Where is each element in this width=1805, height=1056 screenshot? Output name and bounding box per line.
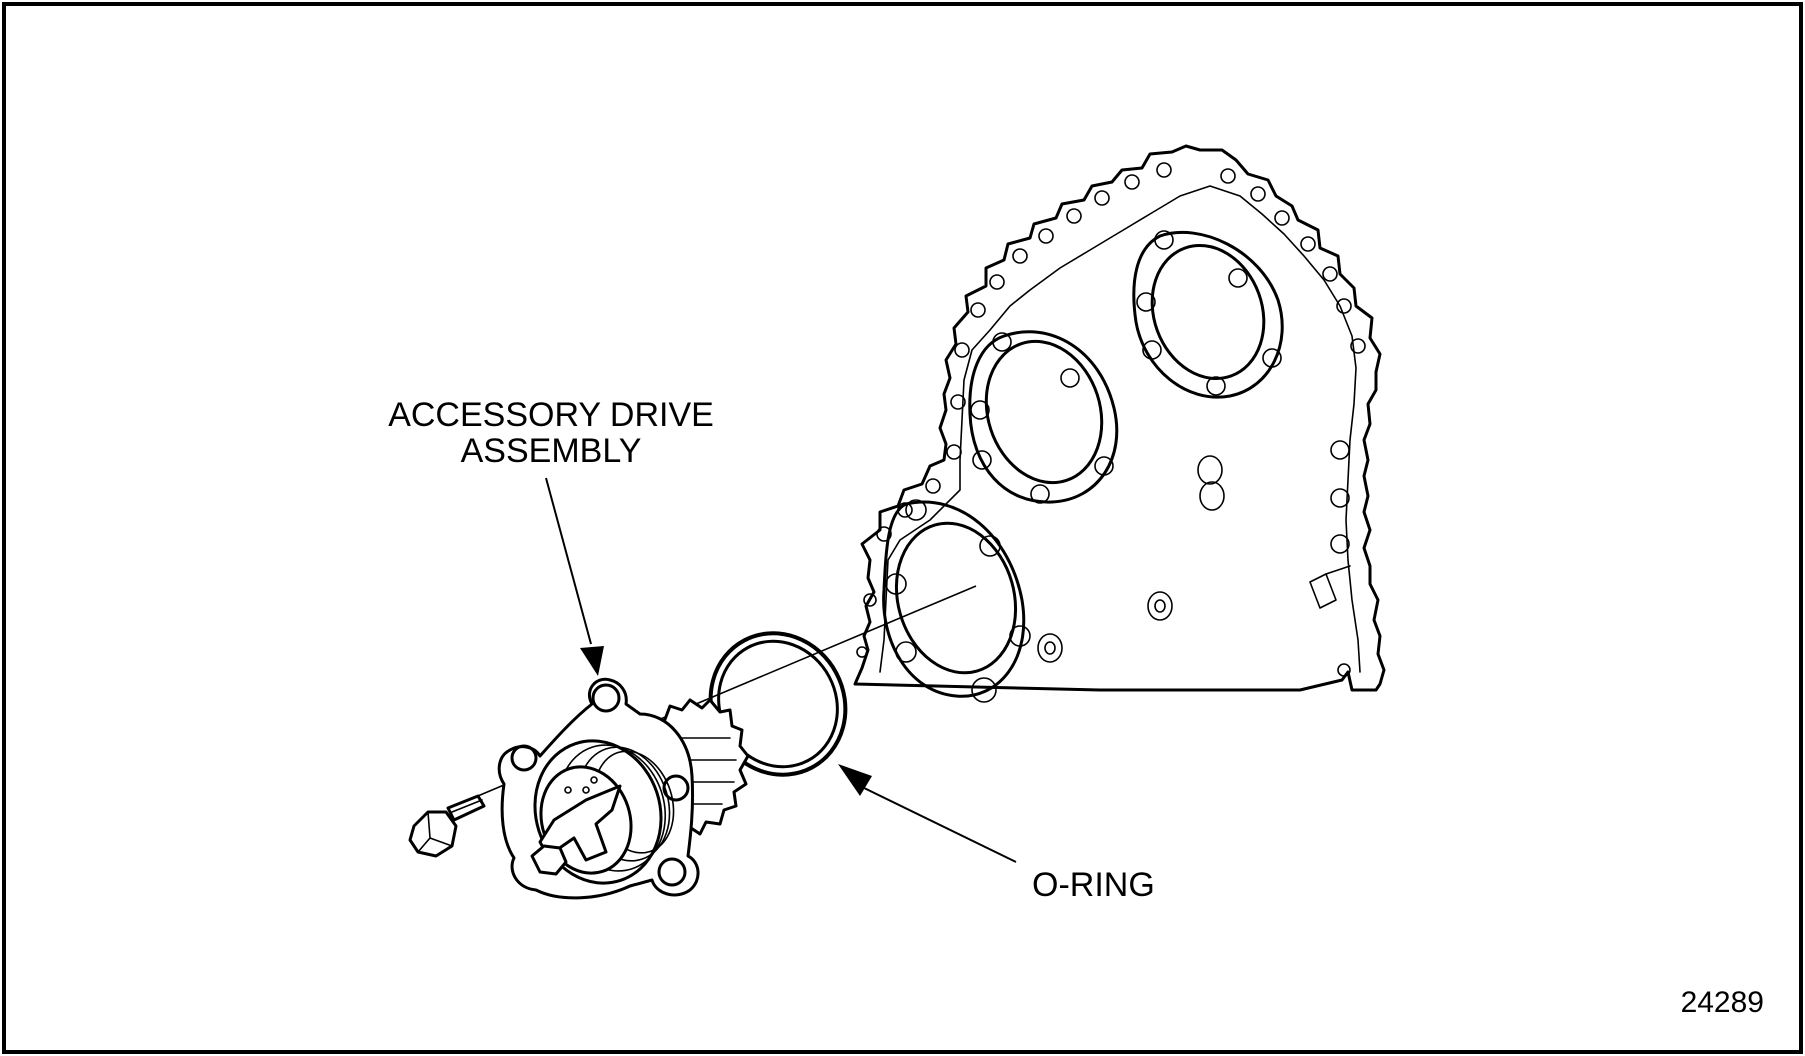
figure-number: 24289 [1681, 986, 1764, 1019]
gear-case-cover [853, 144, 1386, 703]
label-accessory-drive-line1: ACCESSORY DRIVE [388, 396, 714, 434]
cover-bolt-bosses [856, 162, 1366, 677]
mounting-bolt [408, 794, 486, 858]
accessory-drive-assembly [497, 677, 750, 900]
cover-opening-lower [882, 499, 1031, 703]
cover-opening-middle [968, 330, 1119, 504]
label-accessory-drive-line2: ASSEMBLY [461, 432, 642, 470]
cover-opening-upper-right [1132, 230, 1284, 399]
cover-dowel-pins [1037, 455, 1351, 663]
leader-o-ring [838, 764, 1017, 863]
label-o-ring: O-RING [1032, 866, 1155, 904]
leader-accessory-drive [545, 477, 604, 676]
